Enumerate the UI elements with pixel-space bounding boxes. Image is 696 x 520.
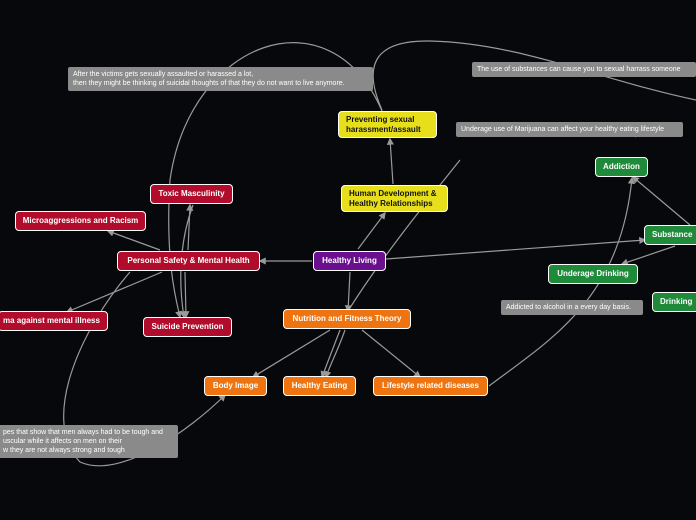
edge-central-development [357,211,386,250]
node-nutrition-fitness[interactable]: Nutrition and Fitness Theory [283,309,411,329]
node-toxic-masculinity-label: Toxic Masculinity [158,189,225,199]
node-stigma-label: ma against mental illness [3,316,100,326]
note-alcohol[interactable]: Addicted to alcohol in a every day basis… [501,300,643,315]
edge-personal-micro [106,229,161,251]
edge-substance-underage [620,245,676,266]
node-suicide-prevention[interactable]: Suicide Prevention [143,317,232,337]
note-marijuana-text: Underage use of Marijuana can affect you… [461,126,664,133]
node-toxic-masculinity[interactable]: Toxic Masculinity [150,184,233,204]
central-node-healthy-living[interactable]: Healthy Living [313,251,386,271]
edge-development-preventing [386,137,394,185]
node-nutrition-label: Nutrition and Fitness Theory [292,314,402,324]
note-stereotype-line3: w they are not always strong and tough [3,447,125,455]
node-preventing-line1: Preventing sexual [346,115,415,125]
node-stigma-mental-illness[interactable]: ma against mental illness [0,311,108,331]
node-drinking-label: Drinking [660,297,693,307]
edge-central-substance [385,236,647,260]
node-human-development-line2: Healthy Relationships [349,198,433,208]
central-node-label: Healthy Living [322,256,377,266]
note-stereotype-line1: pes that show that men always had to be … [3,429,163,436]
note-suicidal-line1: After the victims gets sexually assaulte… [73,71,254,78]
node-microaggressions-label: Microaggressions and Racism [22,216,139,226]
edge-central-nutrition [344,271,352,313]
note-stereotype-line2: uscular while it affects on men on their [3,438,122,446]
edge-note-suicidal [168,42,383,319]
edge-nutrition-eating [320,329,341,379]
node-preventing-harassment[interactable]: Preventing sexual harassment/assault [338,111,437,138]
edge-note-harass [372,40,696,111]
node-drinking[interactable]: Drinking [652,292,696,312]
edge-note-marijuana-nutrition [347,159,461,312]
edge-nutrition-lifestyle [361,329,422,378]
node-microaggressions[interactable]: Microaggressions and Racism [15,211,146,231]
node-preventing-line2: harassment/assault [346,124,421,134]
node-underage-drinking[interactable]: Underage Drinking [548,264,638,284]
node-substance[interactable]: Substance [644,225,696,245]
node-healthy-eating[interactable]: Healthy Eating [283,376,356,396]
edge-personal-toxic [186,203,194,251]
node-suicide-prevention-label: Suicide Prevention [151,322,224,332]
node-personal-safety[interactable]: Personal Safety & Mental Health [117,251,260,271]
node-lifestyle-diseases[interactable]: Lifestyle related diseases [373,376,488,396]
node-substance-label: Substance [652,230,693,240]
node-human-development[interactable]: Human Development & Healthy Relationship… [341,185,448,212]
node-underage-drinking-label: Underage Drinking [557,269,629,279]
note-suicidal-thoughts[interactable]: After the victims gets sexually assaulte… [68,67,373,91]
note-substances-harass-text: The use of substances can cause you to s… [477,66,681,73]
edge-nutrition-body [251,329,331,378]
node-personal-safety-label: Personal Safety & Mental Health [127,256,250,266]
node-body-image-label: Body Image [212,381,259,391]
node-addiction[interactable]: Addiction [595,157,648,177]
node-addiction-label: Addiction [603,162,640,172]
node-human-development-line1: Human Development & [349,189,437,199]
edge-personal-suicide [182,271,190,319]
edge-nutrition-eating-2 [324,329,346,379]
node-healthy-eating-label: Healthy Eating [291,381,348,391]
node-body-image[interactable]: Body Image [204,376,267,396]
edge-substance-addiction [631,176,691,226]
note-marijuana[interactable]: Underage use of Marijuana can affect you… [456,122,683,137]
note-alcohol-text: Addicted to alcohol in a every day basis… [506,304,631,311]
note-substances-harass[interactable]: The use of substances can cause you to s… [472,62,696,77]
node-lifestyle-label: Lifestyle related diseases [382,381,479,391]
note-stereotypes[interactable]: pes that show that men always had to be … [0,425,178,458]
note-suicidal-line2: then they might be thinking of suicidal … [73,80,345,88]
